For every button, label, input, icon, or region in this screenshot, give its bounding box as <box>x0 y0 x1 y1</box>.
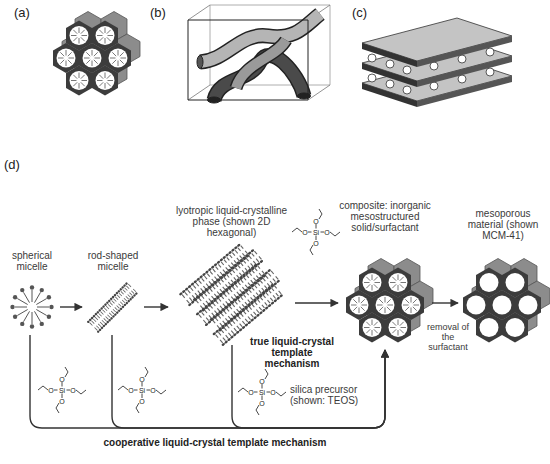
process-arrow <box>30 335 385 428</box>
atom-symbol: O <box>270 389 275 396</box>
process-arrow <box>60 306 82 307</box>
hexagonal-mesophase <box>53 12 140 96</box>
atom-symbol: O <box>302 229 307 236</box>
mechanism-label: cooperative liquid-crystal template mech… <box>40 437 390 448</box>
atom-symbol: Si <box>259 389 265 396</box>
atom-symbol: Si <box>59 387 65 394</box>
mechanism-label: true liquid-crystal template mechanism <box>246 336 338 369</box>
stage-node: mesoporous material (shown MCM-41) <box>458 208 548 350</box>
atom-symbol: O <box>259 378 264 385</box>
atom-symbol: O <box>248 389 253 396</box>
composite-honeycomb <box>346 259 433 343</box>
atom-symbol: O <box>70 387 75 394</box>
stage-label: mesoporous material (shown MCM-41) <box>458 208 548 241</box>
process-arrow <box>432 302 458 303</box>
panel-letter: (a) <box>14 6 30 20</box>
mcm41-honeycomb <box>463 259 550 343</box>
stage-node: spherical micelle <box>4 250 60 335</box>
stage-node: composite: inorganic mesostructured soli… <box>338 200 432 350</box>
atom-symbol: O <box>313 218 318 225</box>
teos-molecule <box>38 367 86 413</box>
rod-micelle <box>88 282 137 331</box>
atom-symbol: O <box>324 229 329 236</box>
atom-symbol: O <box>259 400 264 407</box>
process-arrow <box>295 302 338 303</box>
stage-label: lyotropic liquid-crystalline phase (show… <box>168 205 295 238</box>
rod-bundle <box>181 239 289 344</box>
panel-letter: (b) <box>150 6 166 20</box>
stage-node: rod-shaped micelle <box>82 250 144 335</box>
atom-symbol: Si <box>139 387 145 394</box>
teos-molecule <box>118 367 166 413</box>
lamellar-mesophase <box>362 18 512 107</box>
atom-symbol: O <box>139 376 144 383</box>
atom-symbol: O <box>313 240 318 247</box>
atom-symbol: Si <box>313 229 319 236</box>
atom-symbol: O <box>59 376 64 383</box>
atom-symbol: O <box>128 387 133 394</box>
atom-symbol: O <box>150 387 155 394</box>
atom-symbol: O <box>139 398 144 405</box>
panel-letter: (d) <box>4 158 20 172</box>
teos-molecule <box>238 369 286 415</box>
panel-letter: (c) <box>352 6 367 20</box>
mechanism-label: removal of the surfactant <box>426 322 470 352</box>
cubic-mesophase <box>188 5 330 103</box>
stage-label: spherical micelle <box>4 250 60 272</box>
stage-label: rod-shaped micelle <box>82 250 144 272</box>
stage-label: composite: inorganic mesostructured soli… <box>338 200 432 233</box>
stage-node: lyotropic liquid-crystalline phase (show… <box>168 205 295 345</box>
atom-symbol: O <box>48 387 53 394</box>
teos-molecule <box>292 209 340 255</box>
annotation: silica precursor (shown: TEOS) <box>290 384 370 406</box>
process-arrow <box>112 335 385 428</box>
process-arrow <box>144 306 168 307</box>
spherical-micelle <box>10 285 53 328</box>
atom-symbol: O <box>59 398 64 405</box>
